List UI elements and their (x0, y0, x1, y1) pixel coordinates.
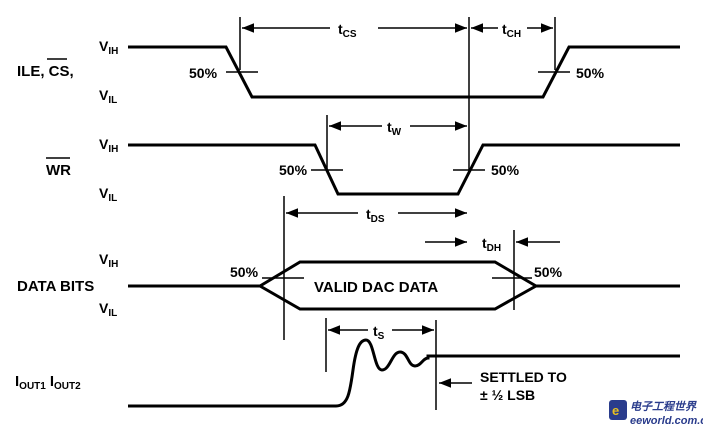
watermark-site: eeworld.com.cn (630, 415, 703, 427)
data-bits-waveform (128, 260, 680, 311)
ts-label: tS (373, 323, 385, 342)
wr-fifty-left: 50% (279, 162, 308, 178)
tdh-label: tDH (482, 235, 501, 254)
wr-vil-label: VIL (99, 185, 117, 204)
watermark: e 电子工程世界 eeworld.com.cn (609, 400, 703, 427)
watermark-logo-mark: e (612, 403, 619, 418)
wr-vih-label: VIH (99, 136, 118, 155)
wr-signal-name: WR (46, 162, 71, 179)
ile-cs-signal-name: ILE, CS, (17, 63, 74, 80)
iout-waveform (128, 338, 680, 408)
data-fifty-right: 50% (534, 264, 563, 280)
ile-cs-waveform (128, 45, 680, 99)
valid-dac-data-label: VALID DAC DATA (314, 279, 438, 296)
tds-label: tDS (366, 206, 385, 225)
wr-fifty-right: 50% (491, 162, 520, 178)
tw-label: tW (387, 119, 402, 138)
watermark-logo (609, 400, 627, 420)
data-vil-label: VIL (99, 300, 117, 319)
settled-line1: SETTLED TO (480, 369, 567, 385)
tch-label: tCH (502, 21, 521, 40)
data-fifty-left: 50% (230, 264, 259, 280)
data-vih-label: VIH (99, 251, 118, 270)
wr-waveform (128, 143, 680, 196)
ile-cs-fifty-left: 50% (189, 65, 218, 81)
data-bits-signal-name: DATA BITS (17, 278, 94, 295)
tcs-label: tCS (338, 21, 357, 40)
watermark-brand: 电子工程世界 (630, 400, 697, 413)
ile-cs-vih-label: VIH (99, 38, 118, 57)
ile-cs-vil-label: VIL (99, 87, 117, 106)
ile-cs-fifty-right: 50% (576, 65, 605, 81)
settled-line2: ± ½ LSB (480, 387, 535, 403)
